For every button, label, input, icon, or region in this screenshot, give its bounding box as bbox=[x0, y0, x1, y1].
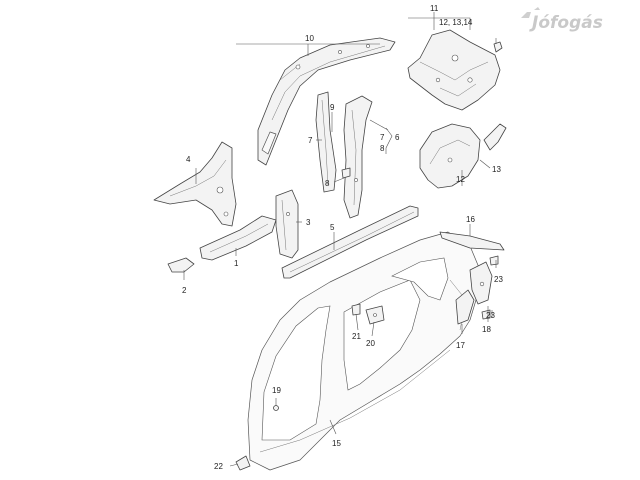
leader-lines bbox=[183, 12, 497, 467]
callout-12: 12 bbox=[456, 175, 465, 184]
callout-8-left: 8 bbox=[325, 179, 330, 188]
callout-20: 20 bbox=[366, 339, 375, 348]
part-15-side-panel bbox=[247, 231, 481, 471]
part-19-grommet bbox=[273, 405, 279, 411]
part-12-wheel-arch bbox=[419, 123, 481, 189]
part-5-sill bbox=[281, 205, 419, 279]
part-2-bracket bbox=[167, 257, 195, 273]
watermark: Jófogás bbox=[521, 7, 603, 33]
callout-4: 4 bbox=[186, 155, 191, 164]
callout-23-upper: 23 bbox=[494, 275, 503, 284]
callout-7-left: 7 bbox=[308, 136, 313, 145]
part-10-a-pillar-strip bbox=[261, 131, 277, 155]
callout-labels: 10 11 12, 13,14 9 7 7 6 8 8 4 1 2 3 5 13… bbox=[182, 4, 503, 471]
callout-11: 11 bbox=[430, 4, 439, 13]
part-4-front-inner-panel bbox=[153, 141, 237, 227]
part-20-plate bbox=[365, 305, 385, 325]
part-17-reinforcement bbox=[455, 289, 475, 325]
part-8-clip bbox=[341, 167, 351, 179]
callout-8-right: 8 bbox=[380, 144, 385, 153]
callout-7-right: 7 bbox=[380, 133, 385, 142]
callout-6: 6 bbox=[395, 133, 400, 142]
callout-3: 3 bbox=[306, 218, 311, 227]
part-22-hinge-bracket bbox=[235, 455, 251, 471]
watermark-logo-icon bbox=[521, 7, 540, 18]
part-11-rear-panel bbox=[407, 29, 501, 111]
callout-9: 9 bbox=[330, 103, 335, 112]
part-21-clip bbox=[351, 303, 361, 316]
callout-5: 5 bbox=[330, 223, 335, 232]
callout-23-lower: 23 bbox=[486, 311, 495, 320]
part-6-b-pillar-outer bbox=[343, 95, 373, 219]
part-3-a-pillar-lower bbox=[275, 189, 299, 259]
callout-21: 21 bbox=[352, 332, 361, 341]
callout-19: 19 bbox=[272, 386, 281, 395]
callout-2: 2 bbox=[182, 286, 187, 295]
callout-18: 18 bbox=[482, 325, 491, 334]
part-10-roof-rail bbox=[257, 37, 396, 166]
callout-17: 17 bbox=[456, 341, 465, 350]
callout-16: 16 bbox=[466, 215, 475, 224]
callout-1: 1 bbox=[234, 259, 239, 268]
part-23-clip-upper bbox=[489, 255, 499, 266]
part-18-rear-bracket bbox=[469, 261, 493, 305]
callout-22: 22 bbox=[214, 462, 223, 471]
part-14-clip bbox=[493, 41, 503, 53]
part-13-bracket bbox=[483, 123, 507, 151]
part-9-b-pillar-inner bbox=[315, 91, 337, 193]
watermark-text: Jófogás bbox=[529, 13, 603, 33]
callout-13: 13 bbox=[492, 165, 501, 174]
part-1-front-rail bbox=[199, 215, 277, 261]
callout-15: 15 bbox=[332, 439, 341, 448]
callout-10: 10 bbox=[305, 34, 314, 43]
callout-12-13-14: 12, 13,14 bbox=[439, 18, 473, 27]
